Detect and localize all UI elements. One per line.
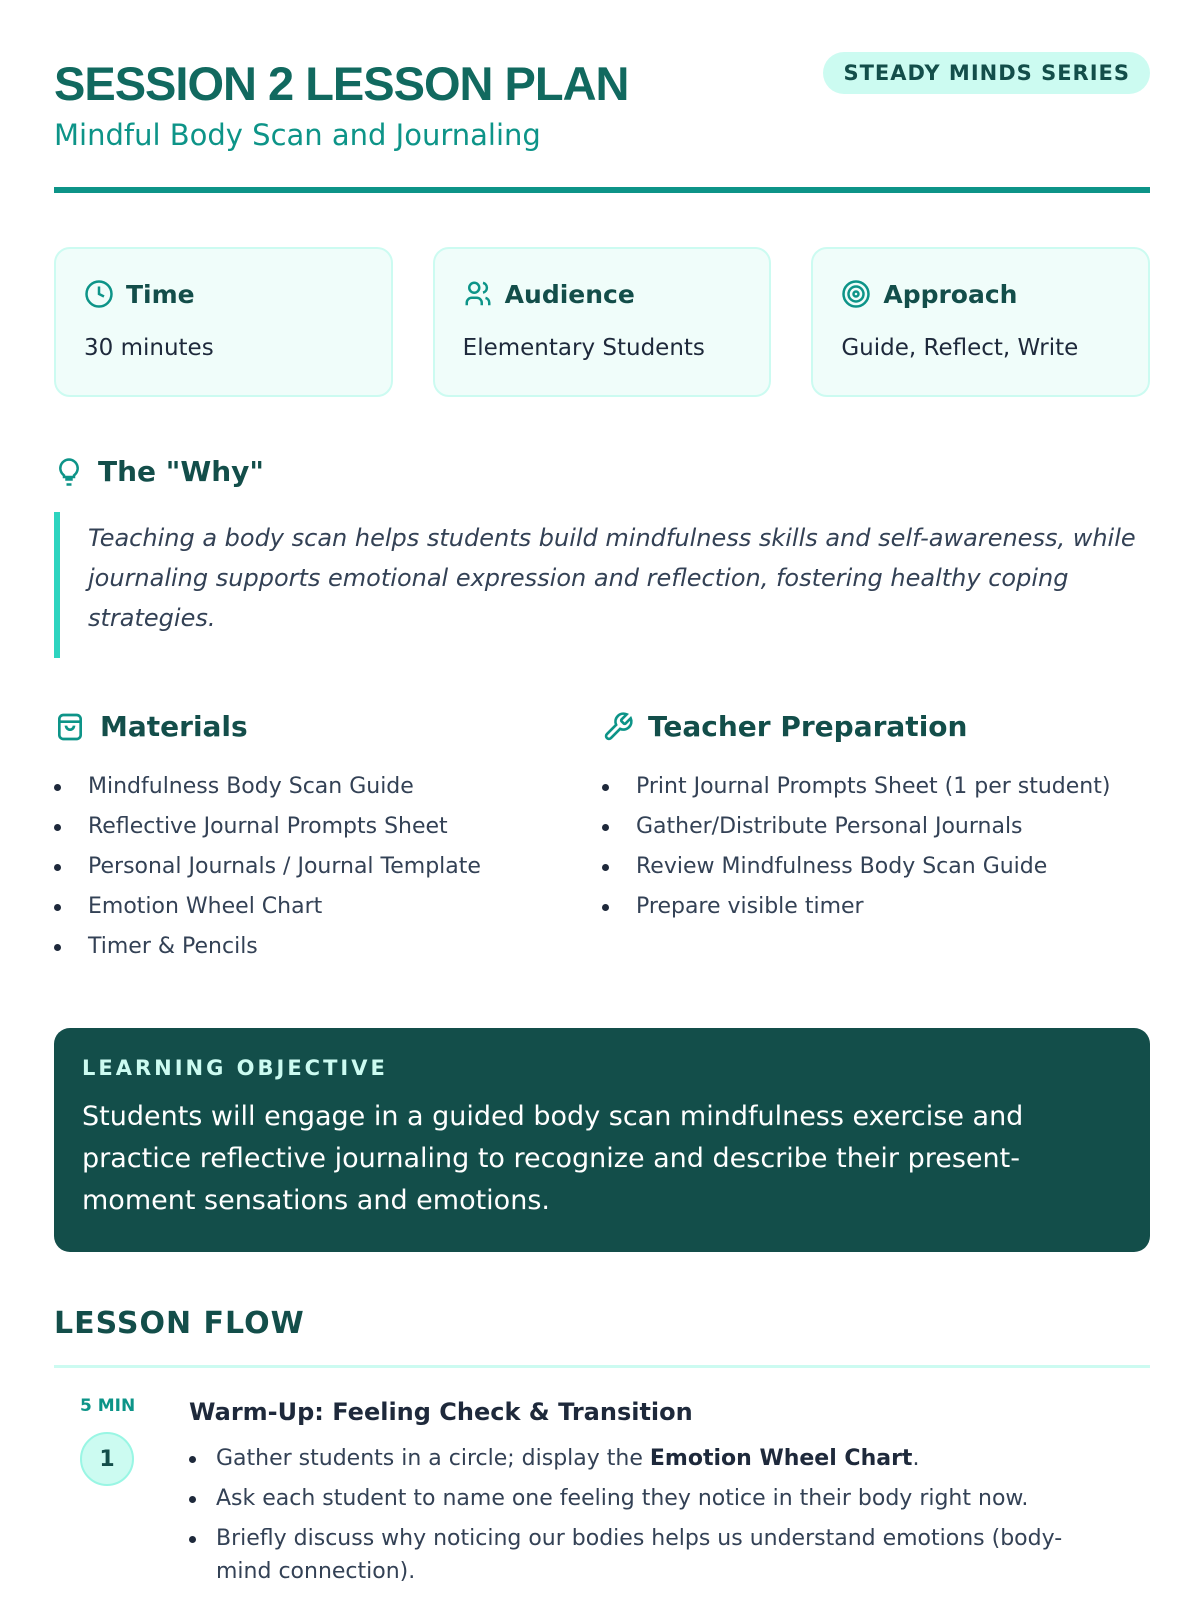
time-card: Time 30 minutes [54,247,393,397]
list-item: Review Mindfulness Body Scan Guide [602,847,1150,887]
emphasis: Emotion Wheel Chart [649,1446,913,1471]
card-label: Approach [883,279,1018,309]
list-item: Timer & Pencils [54,927,602,967]
step-duration: 5 MIN [80,1396,136,1416]
materials-heading: Materials [100,710,248,743]
list-item: Emotion Wheel Chart [54,887,602,927]
materials-list: Mindfulness Body Scan Guide Reflective J… [54,767,602,967]
audience-card: Audience Elementary Students [432,247,772,397]
header-divider [54,187,1150,193]
why-quote: Teaching a body scan helps students buil… [54,512,1150,658]
prep-section: Teacher Preparation Print Journal Prompt… [602,710,1150,967]
objective-label: LEARNING OBJECTIVE [82,1056,388,1080]
step-list: Gather students in a circle; display the… [189,1442,1089,1595]
bag-icon [54,711,86,743]
step-title: Warm-Up: Feeling Check & Transition [189,1398,693,1426]
card-value: 30 minutes [84,335,214,361]
page-subtitle: Mindful Body Scan and Journaling [54,118,541,152]
users-icon [463,279,493,309]
target-icon [841,279,871,309]
flow-divider [54,1365,1150,1368]
list-item: Reflective Journal Prompts Sheet [54,807,602,847]
card-label: Audience [504,279,635,309]
info-cards: Time 30 minutes Audience Elementary Stud… [54,247,1151,397]
list-item: Gather students in a circle; display the… [189,1442,1089,1475]
list-item: Ask each student to name one feeling the… [189,1482,1089,1515]
lightbulb-icon [54,457,84,487]
clock-icon [84,279,114,309]
text: . [912,1446,920,1471]
list-item: Gather/Distribute Personal Journals [602,807,1150,847]
list-item: Personal Journals / Journal Template [54,847,602,887]
lesson-flow-heading: LESSON FLOW [54,1306,305,1341]
wrench-icon [602,711,634,743]
prep-list: Print Journal Prompts Sheet (1 per stude… [602,767,1150,927]
step-number: 1 [80,1432,134,1486]
card-label: Time [126,279,195,309]
materials-section: Materials Mindfulness Body Scan Guide Re… [54,710,602,967]
list-item: Print Journal Prompts Sheet (1 per stude… [602,767,1150,807]
prep-heading: Teacher Preparation [648,710,968,743]
page-title: SESSION 2 LESSON PLAN [54,57,629,110]
card-value: Elementary Students [462,335,705,361]
series-badge: STEADY MINDS SERIES [823,52,1150,94]
text: Gather students in a circle; display the [216,1446,650,1471]
list-item: Prepare visible timer [602,887,1150,927]
materials-prep: Materials Mindfulness Body Scan Guide Re… [54,710,1150,967]
objective-text: Students will engage in a guided body sc… [82,1101,1024,1216]
list-item: Briefly discuss why noticing our bodies … [189,1522,1089,1588]
why-heading: The "Why" [54,455,264,488]
why-heading-text: The "Why" [98,455,265,488]
card-value: Guide, Reflect, Write [841,335,1079,361]
learning-objective: LEARNING OBJECTIVE Students will engage … [54,1028,1150,1252]
approach-card: Approach Guide, Reflect, Write [811,247,1151,397]
list-item: Mindfulness Body Scan Guide [54,767,602,807]
